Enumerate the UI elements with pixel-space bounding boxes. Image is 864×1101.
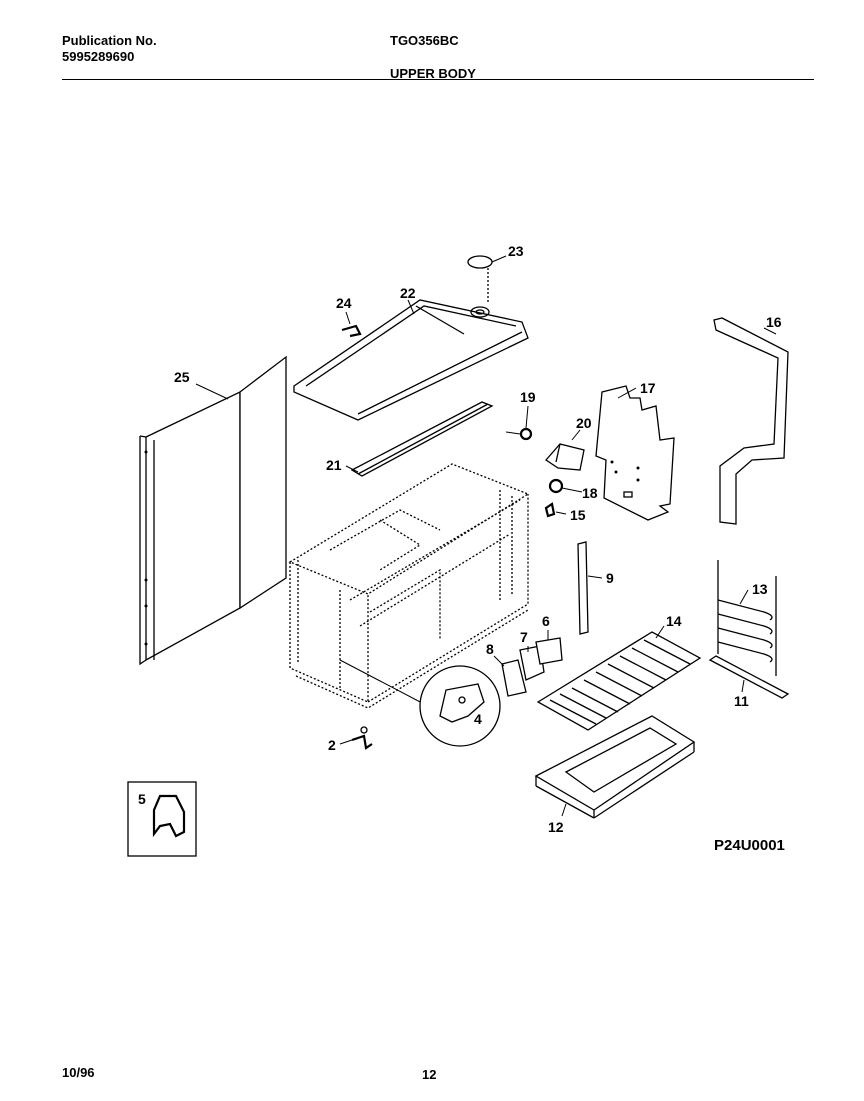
publication-label: Publication No. (62, 33, 157, 48)
callout-9: 9 (606, 570, 614, 586)
rod-part (577, 541, 603, 635)
callout-8: 8 (486, 641, 494, 657)
callout-16: 16 (766, 314, 782, 330)
page-number: 12 (422, 1067, 437, 1082)
rear-frame-part (713, 317, 789, 525)
lower-rail-part (708, 655, 790, 699)
rack-supports-part (717, 560, 777, 676)
header-rule (62, 79, 814, 80)
model-number: TGO356BC (390, 33, 459, 48)
control-bracket-part (595, 385, 675, 521)
oven-rack-part (536, 625, 702, 731)
callout-18: 18 (582, 485, 598, 501)
callout-5: 5 (138, 791, 146, 807)
small-bracket-parts (493, 630, 563, 697)
bracket-detail-circle (419, 665, 501, 747)
callout-23: 23 (508, 243, 524, 259)
oven-body-frame (288, 463, 530, 709)
callout-7: 7 (520, 629, 528, 645)
callout-2: 2 (328, 737, 336, 753)
callout-20: 20 (576, 415, 592, 431)
side-panel-part (139, 355, 287, 666)
valve-component-parts (505, 405, 585, 518)
callout-15: 15 (570, 507, 586, 523)
clip-part (339, 726, 373, 750)
front-rail-part (345, 401, 494, 477)
footer-date: 10/96 (62, 1065, 95, 1080)
callout-22: 22 (400, 285, 416, 301)
callout-12: 12 (548, 819, 564, 835)
callout-25: 25 (174, 369, 190, 385)
top-panel-part (293, 299, 529, 421)
top-cap-part (467, 255, 507, 304)
callout-24: 24 (336, 295, 352, 311)
callout-4: 4 (474, 711, 482, 727)
figure-id: P24U0001 (714, 837, 785, 854)
publication-number: 5995289690 (62, 49, 135, 64)
callout-19: 19 (520, 389, 536, 405)
callout-6: 6 (542, 613, 550, 629)
small-bracket-part (341, 311, 362, 338)
callout-17: 17 (640, 380, 656, 396)
callout-21: 21 (326, 457, 342, 473)
callout-11: 11 (734, 693, 749, 709)
clip-detail-box (127, 781, 197, 857)
broiler-pan-part (534, 715, 696, 819)
callout-13: 13 (752, 581, 768, 597)
section-title: UPPER BODY (390, 66, 476, 81)
callout-14: 14 (666, 613, 682, 629)
